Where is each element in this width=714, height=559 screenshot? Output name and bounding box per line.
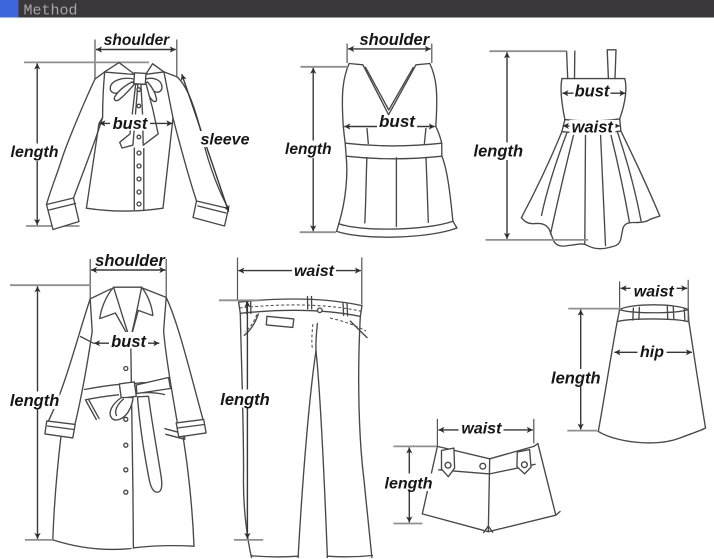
svg-text:sleeve: sleeve xyxy=(201,132,250,149)
svg-text:length: length xyxy=(11,144,59,161)
svg-text:bust: bust xyxy=(113,115,149,133)
svg-text:bust: bust xyxy=(111,333,147,351)
svg-text:Method: Method xyxy=(24,2,78,19)
svg-text:length: length xyxy=(474,142,524,160)
svg-text:shoulder: shoulder xyxy=(104,32,170,49)
svg-text:waist: waist xyxy=(461,421,502,438)
svg-text:length: length xyxy=(551,370,601,388)
svg-text:length: length xyxy=(10,392,60,410)
svg-text:waist: waist xyxy=(572,118,615,136)
svg-text:length: length xyxy=(285,141,332,158)
svg-text:waist: waist xyxy=(634,284,675,301)
svg-text:length: length xyxy=(385,476,433,493)
svg-text:bust: bust xyxy=(379,112,416,131)
svg-text:shoulder: shoulder xyxy=(95,252,166,270)
svg-text:waist: waist xyxy=(294,263,335,280)
svg-text:hip: hip xyxy=(640,344,664,361)
svg-text:length: length xyxy=(220,391,270,409)
svg-text:bust: bust xyxy=(575,82,611,100)
svg-text:shoulder: shoulder xyxy=(359,31,430,49)
